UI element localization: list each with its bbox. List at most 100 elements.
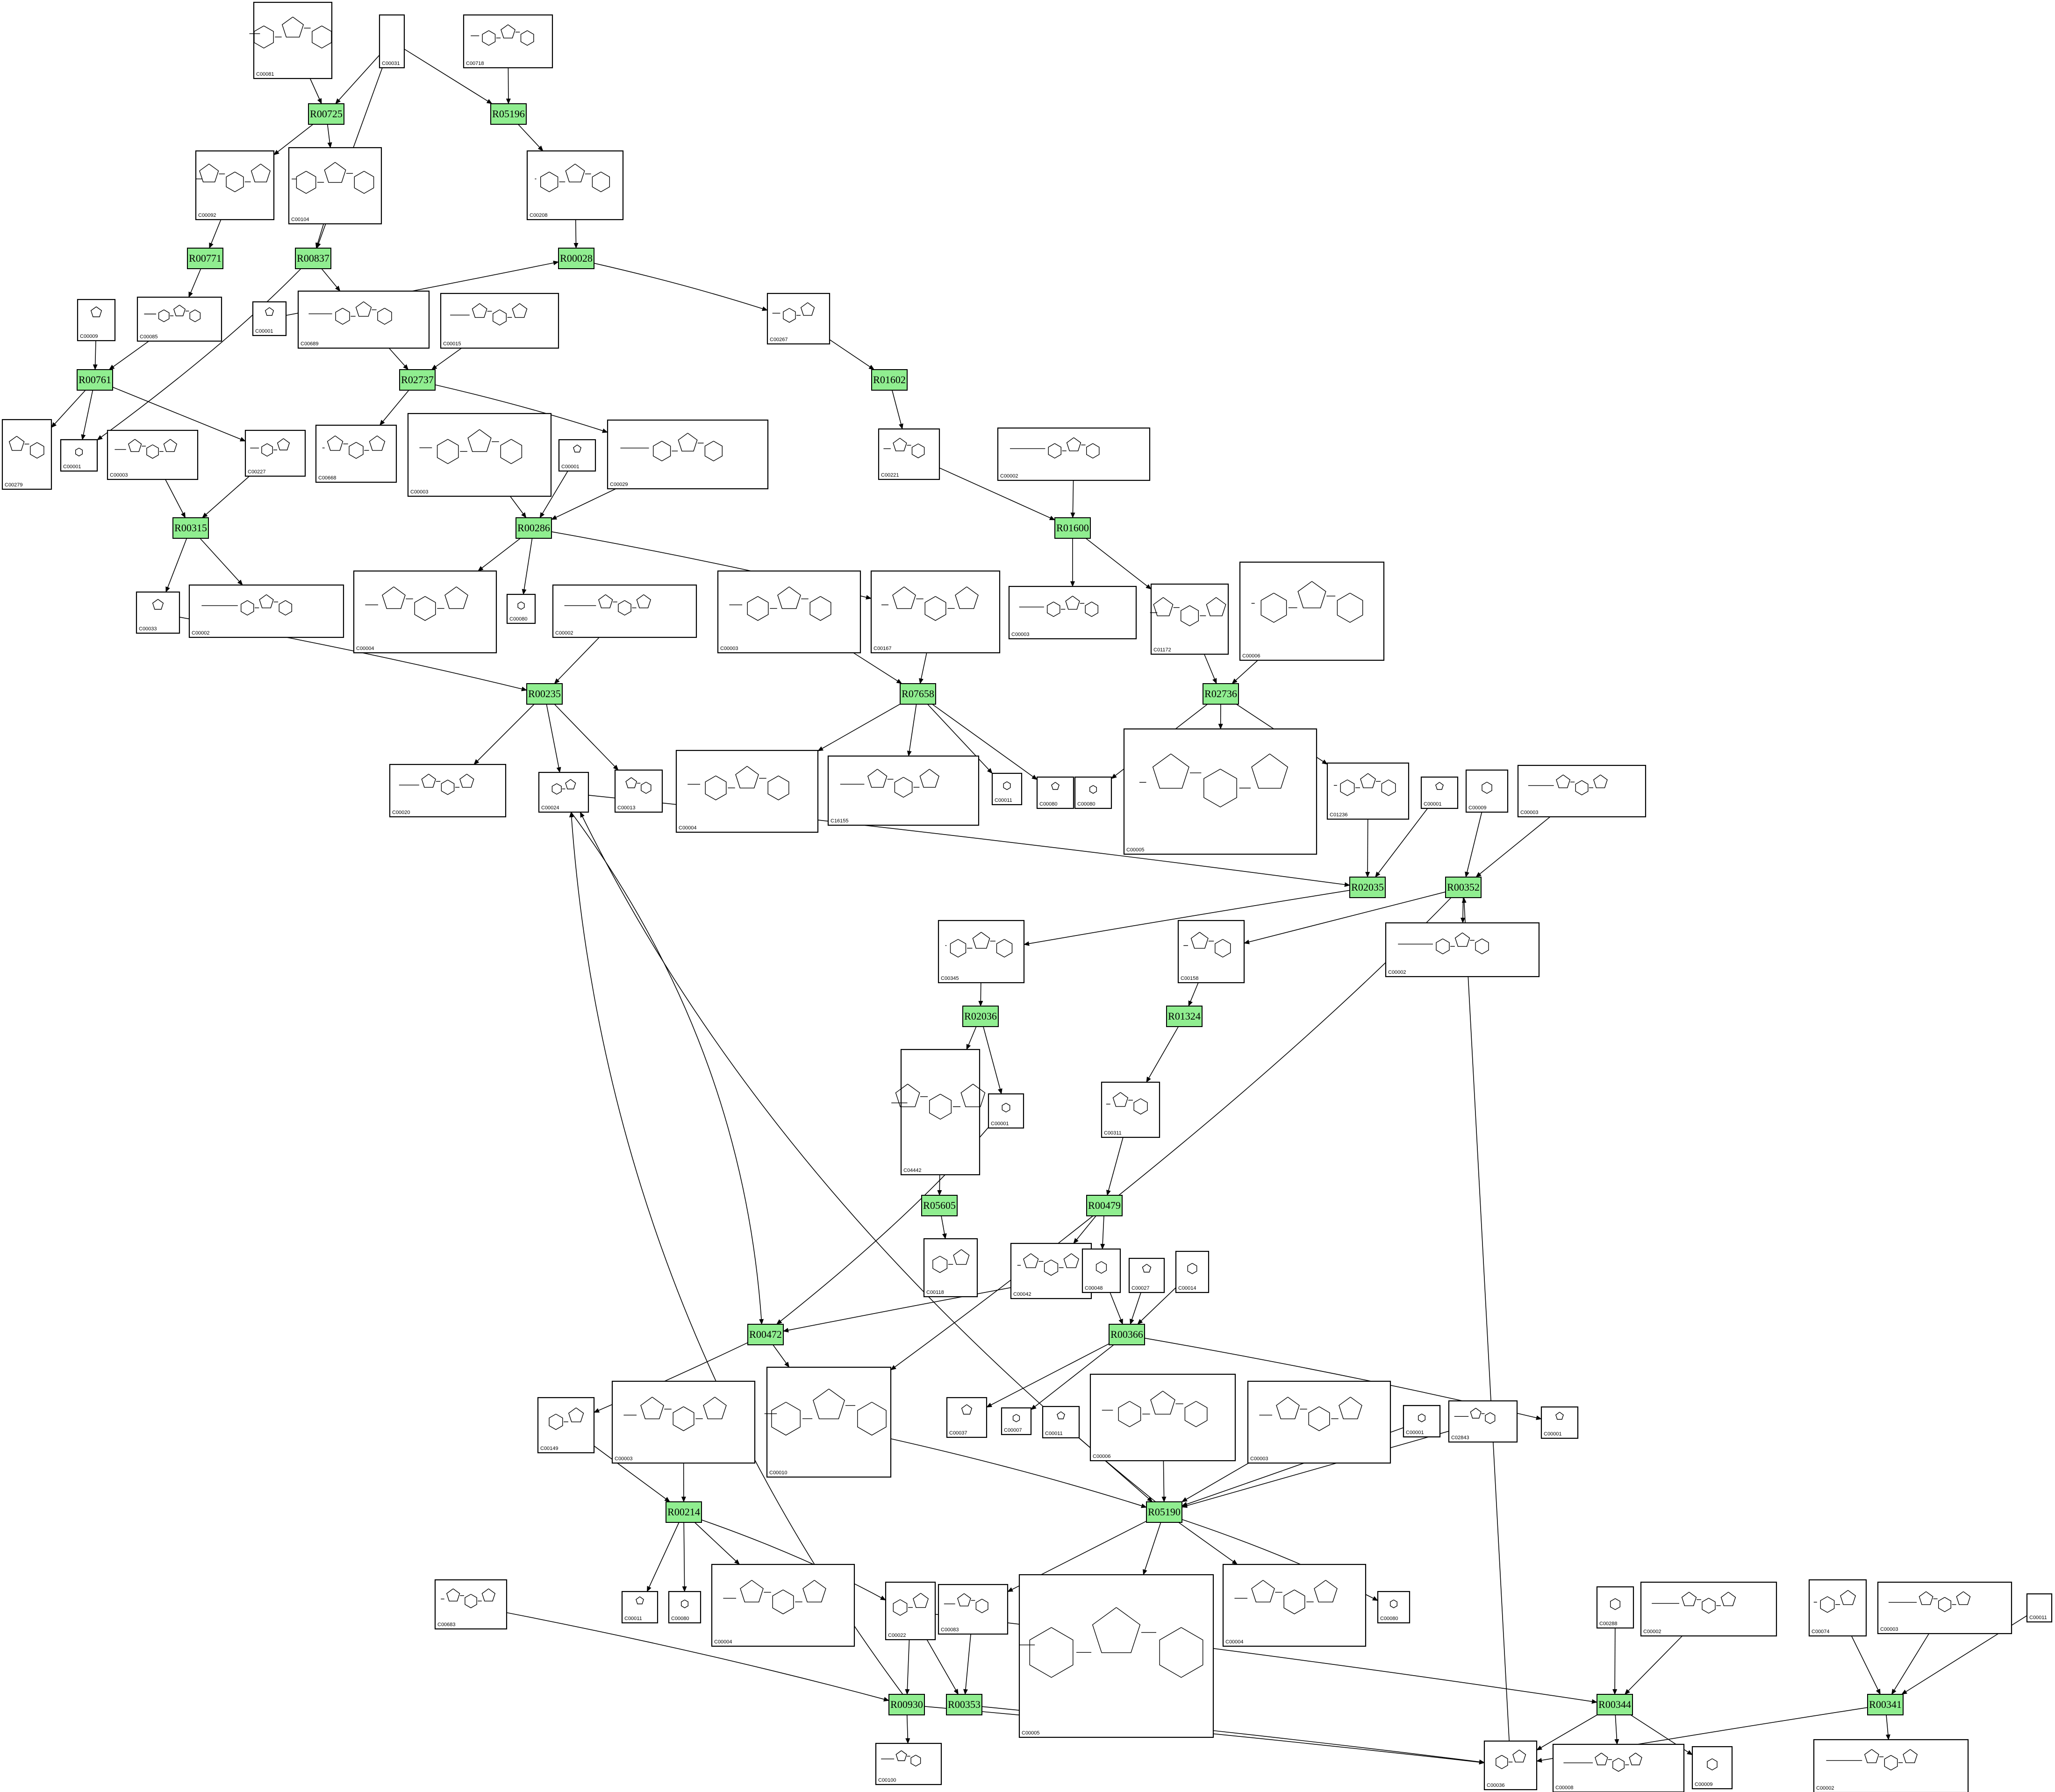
- compound-node[interactable]: C00001: [988, 1093, 1024, 1129]
- compound-node[interactable]: C00004: [353, 570, 497, 654]
- compound-node[interactable]: C00002: [188, 584, 344, 638]
- reaction-node[interactable]: R00352: [1445, 877, 1482, 898]
- compound-node[interactable]: C00011: [2026, 1593, 2053, 1623]
- compound-node[interactable]: C00118: [923, 1238, 978, 1298]
- compound-node[interactable]: C00011: [621, 1591, 659, 1624]
- reaction-node[interactable]: R02737: [399, 369, 436, 391]
- reaction-node[interactable]: R00028: [558, 248, 594, 269]
- compound-node[interactable]: C00080: [1074, 776, 1112, 809]
- reaction-node[interactable]: R02035: [1349, 877, 1386, 898]
- compound-node[interactable]: C00009: [1691, 1746, 1733, 1790]
- compound-node[interactable]: C00158: [1177, 920, 1245, 984]
- compound-node[interactable]: C00011: [1042, 1406, 1080, 1439]
- reaction-node[interactable]: R00286: [516, 517, 552, 539]
- reaction-node[interactable]: R00366: [1109, 1324, 1145, 1345]
- compound-node[interactable]: C00002: [552, 584, 697, 638]
- compound-node[interactable]: C00080: [1377, 1591, 1411, 1624]
- compound-node[interactable]: C04442: [891, 1049, 986, 1176]
- compound-node[interactable]: C00015: [440, 293, 559, 349]
- reaction-node[interactable]: R05605: [921, 1195, 958, 1216]
- reaction-node[interactable]: R00472: [747, 1324, 784, 1345]
- compound-node[interactable]: C00006: [1089, 1373, 1236, 1462]
- compound-node[interactable]: C00001: [252, 301, 287, 336]
- compound-node[interactable]: C00020: [389, 764, 507, 818]
- compound-node[interactable]: C00033: [136, 591, 180, 634]
- compound-node[interactable]: C00227: [244, 429, 306, 477]
- compound-node[interactable]: C01172: [1150, 583, 1229, 655]
- compound-node[interactable]: C00004: [711, 1564, 855, 1647]
- compound-node[interactable]: C00002: [997, 427, 1151, 481]
- reaction-node[interactable]: R00725: [308, 103, 344, 125]
- reaction-node[interactable]: R00214: [666, 1501, 702, 1523]
- compound-node[interactable]: C00288: [1596, 1586, 1634, 1629]
- compound-node[interactable]: C00718: [463, 14, 553, 69]
- compound-node[interactable]: C00027: [1128, 1257, 1165, 1293]
- compound-node[interactable]: C00003: [717, 570, 861, 654]
- reaction-node[interactable]: R05190: [1146, 1501, 1182, 1523]
- compound-node[interactable]: C00074: [1808, 1579, 1867, 1637]
- reaction-node[interactable]: R00479: [1086, 1195, 1123, 1216]
- compound-node[interactable]: C00683: [434, 1579, 508, 1630]
- compound-node[interactable]: C00311: [1101, 1081, 1160, 1138]
- compound-node[interactable]: C00208: [526, 150, 624, 221]
- reaction-node[interactable]: R00930: [888, 1694, 925, 1715]
- compound-node[interactable]: C00009: [1465, 769, 1509, 813]
- compound-node[interactable]: C00081: [249, 1, 333, 79]
- compound-node[interactable]: C00037: [946, 1397, 988, 1438]
- compound-node[interactable]: C00009: [77, 299, 116, 342]
- reaction-node[interactable]: R00235: [526, 683, 563, 705]
- compound-node[interactable]: C00013: [614, 769, 663, 813]
- compound-node[interactable]: C00003: [407, 413, 552, 497]
- compound-node[interactable]: C00345: [938, 920, 1025, 984]
- compound-node[interactable]: C00001: [1420, 776, 1459, 809]
- compound-node[interactable]: C00100: [875, 1742, 942, 1785]
- compound-node[interactable]: C16155: [827, 755, 980, 826]
- compound-node[interactable]: C00003: [1877, 1581, 2012, 1635]
- compound-node[interactable]: C00167: [870, 570, 1001, 654]
- reaction-node[interactable]: R07658: [900, 683, 936, 705]
- compound-node[interactable]: C00689: [297, 290, 430, 349]
- compound-node[interactable]: C00022: [885, 1581, 936, 1641]
- compound-node[interactable]: C00008: [1552, 1743, 1685, 1792]
- compound-node[interactable]: C00104: [288, 147, 382, 225]
- reaction-node[interactable]: R00341: [1867, 1694, 1904, 1715]
- compound-node[interactable]: C00014: [1175, 1250, 1210, 1293]
- reaction-node[interactable]: R00771: [187, 248, 223, 269]
- compound-node[interactable]: C00001: [1540, 1406, 1579, 1439]
- compound-node[interactable]: C00005: [1123, 728, 1317, 855]
- compound-node[interactable]: C02843: [1448, 1400, 1518, 1443]
- compound-node[interactable]: C00003: [1247, 1380, 1391, 1464]
- compound-node[interactable]: C00036: [1483, 1740, 1538, 1791]
- compound-node[interactable]: C00048: [1081, 1248, 1121, 1293]
- reaction-node[interactable]: R00344: [1597, 1694, 1633, 1715]
- compound-node[interactable]: C00031: [379, 14, 405, 69]
- compound-node[interactable]: C00011: [991, 772, 1023, 806]
- compound-node[interactable]: C00007: [1001, 1407, 1032, 1435]
- compound-node[interactable]: C00004: [1222, 1564, 1367, 1647]
- compound-node[interactable]: C00092: [195, 150, 275, 221]
- compound-node[interactable]: C00267: [766, 293, 831, 345]
- reaction-node[interactable]: R02036: [962, 1006, 999, 1027]
- compound-node[interactable]: C00042: [1010, 1242, 1092, 1299]
- compound-node[interactable]: C00003: [107, 429, 199, 480]
- compound-node[interactable]: C00003: [611, 1380, 756, 1464]
- reaction-node[interactable]: R00353: [946, 1694, 982, 1715]
- reaction-node[interactable]: R00761: [77, 369, 113, 391]
- compound-node[interactable]: C00010: [764, 1366, 892, 1478]
- compound-node[interactable]: C00149: [537, 1397, 595, 1454]
- compound-node[interactable]: C00029: [607, 419, 769, 490]
- compound-node[interactable]: C00080: [668, 1591, 702, 1624]
- compound-node[interactable]: C00668: [315, 424, 397, 483]
- reaction-node[interactable]: R00315: [172, 517, 209, 539]
- compound-node[interactable]: C00001: [1403, 1405, 1441, 1438]
- compound-node[interactable]: C00001: [60, 439, 98, 472]
- compound-node[interactable]: C00221: [878, 428, 940, 480]
- reaction-node[interactable]: R01600: [1054, 517, 1091, 539]
- compound-node[interactable]: C01236: [1326, 762, 1410, 820]
- compound-node[interactable]: C00004: [675, 750, 819, 833]
- reaction-node[interactable]: R02736: [1203, 683, 1239, 705]
- compound-node[interactable]: C00085: [136, 296, 222, 342]
- compound-node[interactable]: C00006: [1239, 561, 1385, 661]
- compound-node[interactable]: C00080: [1036, 776, 1074, 809]
- compound-node[interactable]: C00003: [1008, 585, 1137, 640]
